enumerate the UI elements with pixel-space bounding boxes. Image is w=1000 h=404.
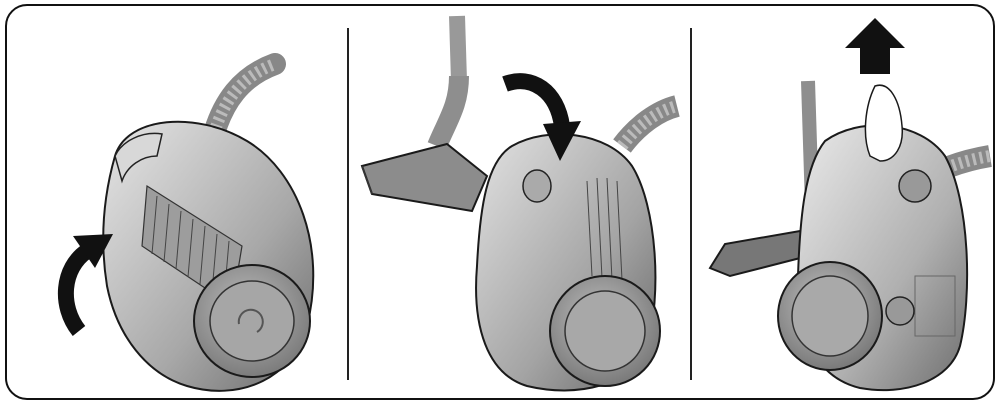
panel-step-1 — [7, 6, 347, 398]
illustration-frame — [5, 4, 995, 400]
panel-step-3 — [690, 6, 993, 398]
vacuum-tilted-illustration — [7, 6, 347, 398]
vacuum-carrying-illustration — [690, 6, 993, 398]
panel-step-2 — [347, 6, 690, 398]
vacuum-nozzle-parking-illustration — [347, 6, 690, 398]
arrow-up-icon — [845, 18, 905, 74]
hand-icon — [865, 85, 902, 161]
